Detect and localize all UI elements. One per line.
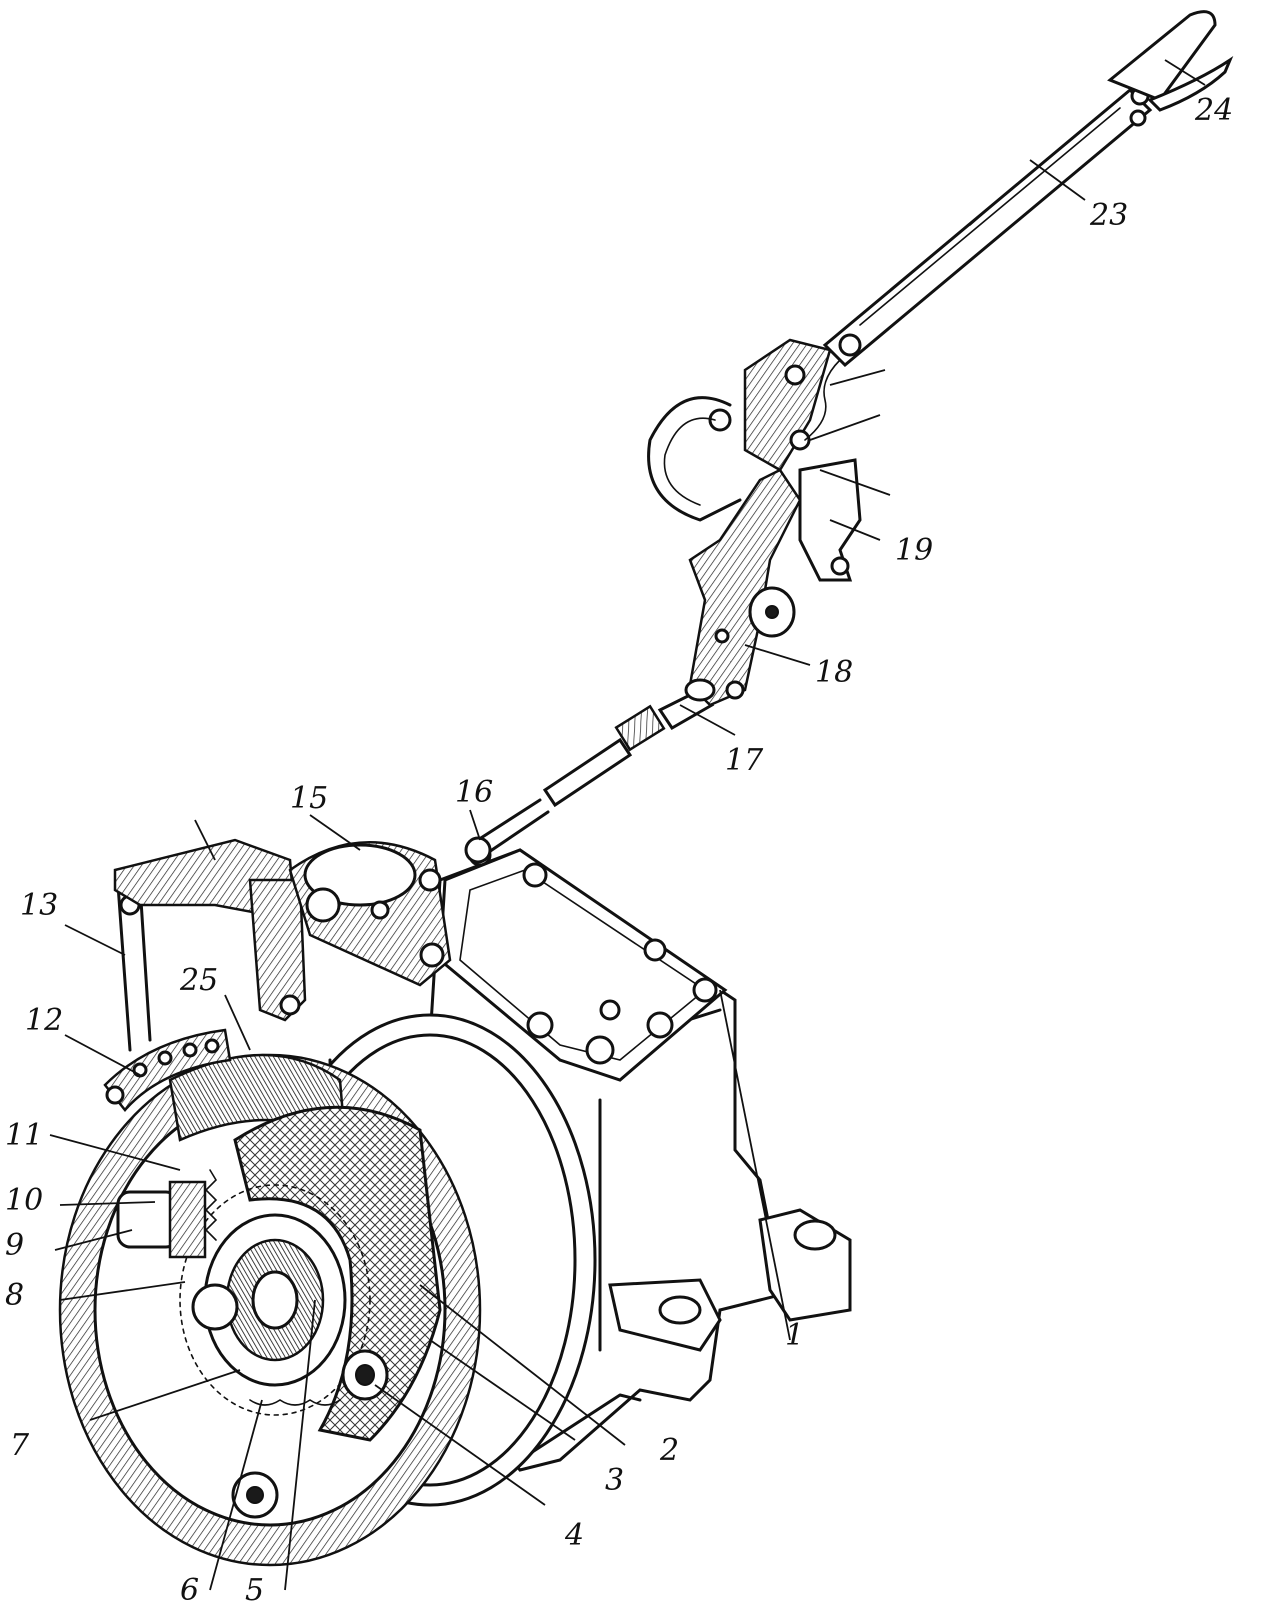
label-16: 16 (455, 775, 493, 810)
label-7: 7 (10, 1428, 30, 1463)
label-24: 24 (1194, 93, 1233, 128)
hand-lever (822, 10, 1234, 368)
label-3: 3 (605, 1463, 624, 1498)
leader-lines (49, 59, 1206, 1591)
part-labels: 1 2 3 4 5 6 7 8 9 10 11 12 13 15 16 17 1… (5, 93, 1233, 1604)
label-19: 19 (895, 533, 933, 568)
brake-assembly (58, 1053, 482, 1567)
label-8: 8 (5, 1278, 24, 1313)
label-6: 6 (180, 1573, 199, 1604)
label-5: 5 (245, 1573, 264, 1604)
linkage-rod (464, 688, 715, 864)
label-9: 9 (5, 1228, 24, 1263)
label-15: 15 (290, 781, 328, 816)
label-25: 25 (179, 963, 218, 998)
bell-crank-lever (113, 838, 452, 1022)
label-17: 17 (725, 743, 764, 778)
label-11: 11 (5, 1118, 43, 1153)
label-13: 13 (20, 888, 58, 923)
label-18: 18 (815, 655, 853, 690)
label-2: 2 (659, 1433, 679, 1468)
label-12: 12 (25, 1003, 63, 1038)
label-4: 4 (564, 1518, 584, 1553)
pedal-lever (647, 338, 862, 707)
label-23: 23 (1089, 198, 1128, 233)
label-10: 10 (5, 1183, 43, 1218)
label-1: 1 (785, 1318, 804, 1353)
